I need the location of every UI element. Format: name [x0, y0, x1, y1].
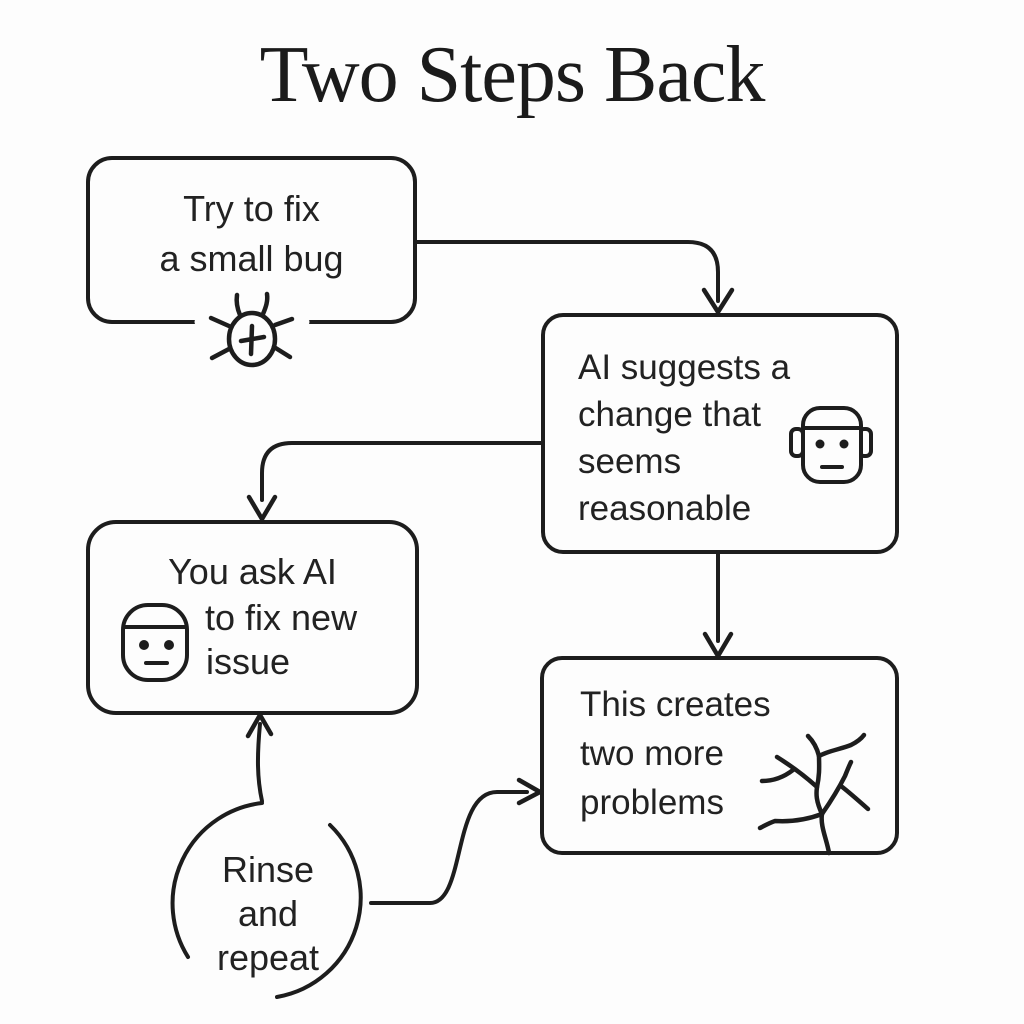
label-line: AI suggests a — [578, 348, 791, 387]
node-ask-ai-label: issue — [206, 641, 291, 682]
arrowhead-up-icon — [245, 712, 274, 739]
label-line: change that — [578, 395, 761, 434]
arrowhead-down-icon — [701, 287, 735, 315]
diagram-title: Two Steps Back — [259, 31, 766, 119]
label-line: repeat — [216, 937, 320, 978]
node-two-problems-label: This creates two more problems — [580, 680, 771, 827]
node-two-problems-box — [540, 656, 899, 855]
node-ask-ai-label: to fix new — [205, 597, 358, 638]
edge-ai-suggests-to-two-problems — [702, 550, 734, 659]
branch-icon — [757, 732, 871, 856]
robot-icon — [121, 603, 189, 682]
label-line: This creates — [580, 685, 771, 724]
arrowhead-down-icon — [702, 631, 734, 659]
node-rinse-repeat-label: Rinse and repeat — [168, 848, 368, 980]
arrowhead-down-icon — [246, 494, 278, 522]
arrowhead-right-icon — [516, 777, 543, 806]
label-line: a small bug — [159, 238, 344, 279]
label-line: problems — [580, 783, 724, 822]
node-fix-bug-label: Try to fix a small bug — [88, 184, 415, 284]
edge-ai-suggests-to-ask-ai — [246, 441, 545, 522]
node-ai-suggests-label: AI suggests a change that seems reasonab… — [578, 344, 790, 532]
edge-fix-bug-to-ai-suggests — [413, 240, 735, 315]
label-line: and — [237, 893, 299, 934]
node-rinse-repeat-circle — [170, 801, 363, 999]
edge-rinse-repeat-to-ask-ai — [245, 712, 274, 803]
label-line: Rinse — [221, 849, 315, 890]
label-line: seems — [578, 442, 682, 481]
label-line: two more — [580, 734, 724, 773]
edge-rinse-repeat-to-two-problems — [369, 777, 543, 905]
robot-icon — [789, 406, 873, 484]
node-ask-ai-label: You ask AI — [168, 551, 337, 592]
node-ask-ai-box — [86, 520, 419, 715]
label-line: reasonable — [578, 489, 752, 528]
bug-icon — [208, 291, 295, 368]
label-line: Try to fix — [183, 188, 320, 229]
